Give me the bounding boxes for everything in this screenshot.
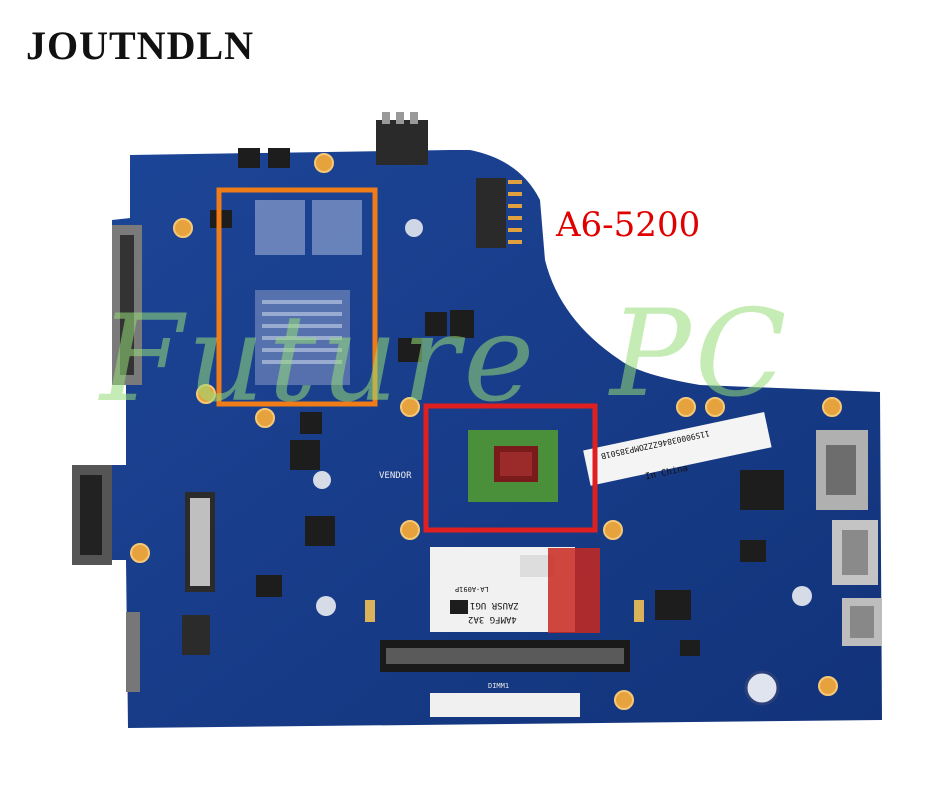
ram-highlight-box [216, 187, 378, 407]
watermark-right: PC [610, 285, 791, 424]
capacitor [316, 596, 336, 616]
ribbon-connector [182, 615, 210, 655]
serial-sticker [583, 412, 772, 486]
board-rev-label: LA-A091P [455, 585, 489, 593]
mount-hole [400, 397, 420, 417]
mount-hole [818, 676, 838, 696]
vendor-label: VENDOR [379, 471, 412, 481]
asset-label: 4AMFG 3A2 [468, 614, 517, 624]
capacitor [744, 670, 780, 706]
mount-hole [196, 384, 216, 404]
mount-hole [614, 690, 634, 710]
mount-hole [822, 397, 842, 417]
capacitor [313, 471, 331, 489]
mount-hole [676, 397, 696, 417]
mount-hole [173, 218, 193, 238]
capacitor [405, 219, 423, 237]
power-connector [376, 120, 428, 165]
mount-hole [314, 153, 334, 173]
cpu-highlight-box [423, 403, 598, 533]
bottom-sticker [430, 693, 580, 717]
capacitor [792, 586, 812, 606]
mount-hole [603, 520, 623, 540]
model-label: A6-5200 [556, 205, 701, 245]
mini-pcie-slot [476, 178, 506, 248]
mount-hole [705, 397, 725, 417]
board-code-label: ZAUSR UG1 [470, 600, 519, 610]
watermark-left: Future [100, 290, 539, 429]
mount-hole [400, 520, 420, 540]
brand-logo-text: JOUTNDLN [26, 23, 255, 68]
mount-hole [130, 543, 150, 563]
warranty-sticker [548, 548, 600, 633]
mount-hole [255, 408, 275, 428]
dimm-label: DIMM1 [488, 682, 510, 690]
